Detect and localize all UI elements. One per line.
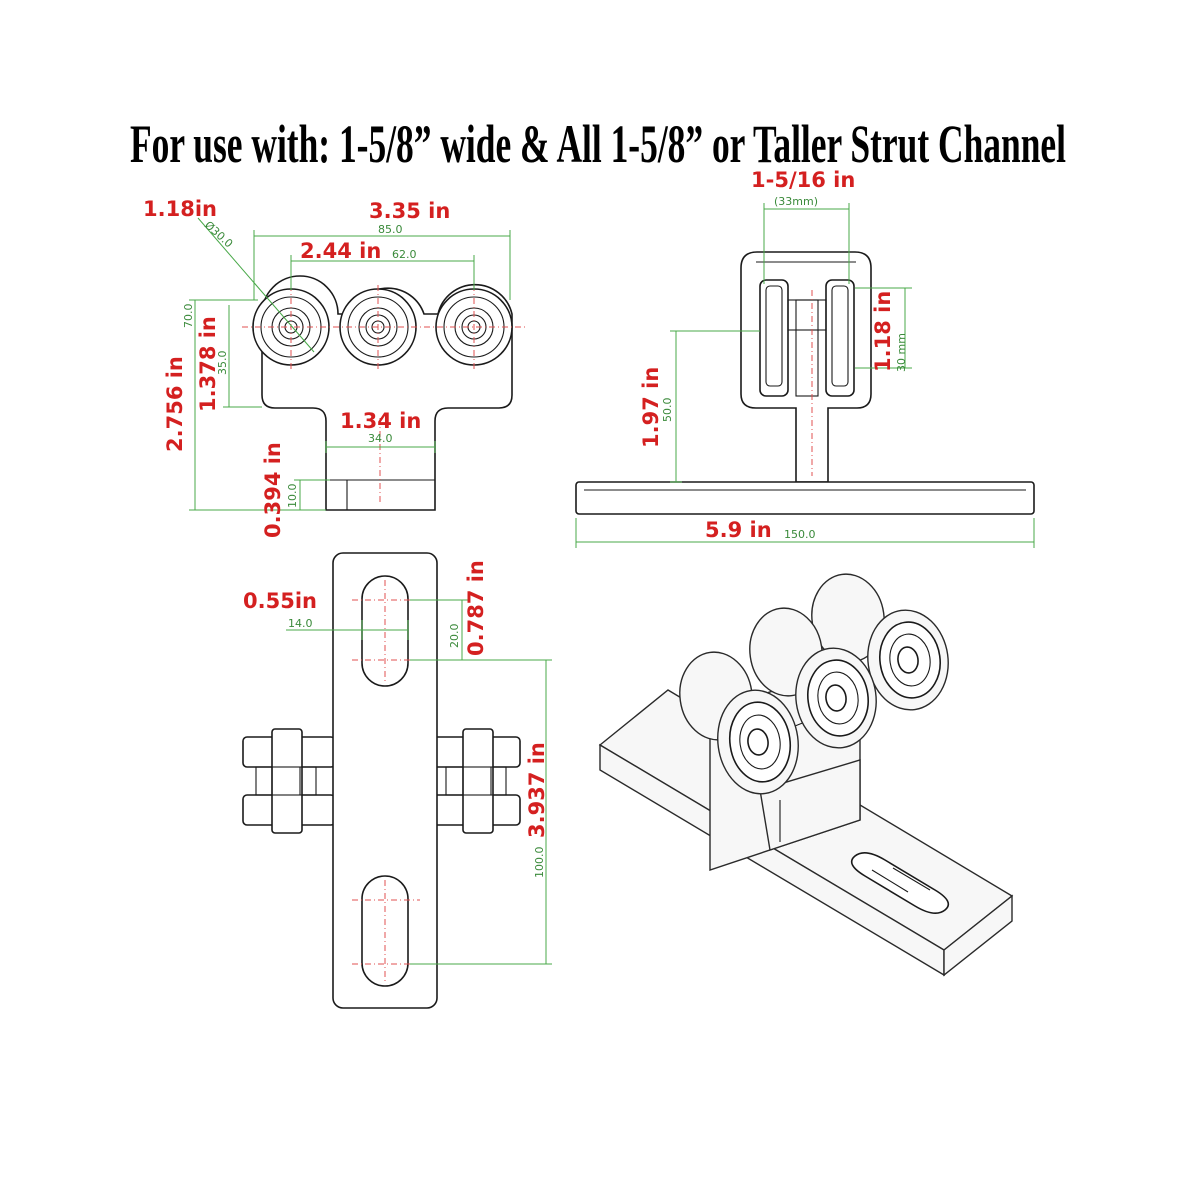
top-slot-upper: [361, 575, 409, 687]
wheel-gap-mm-label: (33mm): [774, 195, 818, 208]
slot-spacing-in-label: 3.937 in: [525, 742, 549, 838]
plate-length-in-label: 5.9 in: [705, 518, 772, 542]
wheel-diameter-mm-label: Ø30.0: [202, 219, 235, 251]
page-title: For use with: 1-5/8” wide & All 1-5/8” o…: [130, 114, 1066, 174]
stem-width-mm-label: 34.0: [368, 432, 393, 445]
axle-height-side-in-label: 1.97 in: [639, 367, 663, 448]
plate-thickness-in-label: 0.394 in: [261, 442, 285, 538]
slot-width-in-label: 0.55in: [243, 589, 317, 613]
axle-height-side-mm-label: 50.0: [661, 398, 674, 423]
plate-thickness-mm-label: 10.0: [286, 484, 299, 509]
overall-width-mm-label: 85.0: [378, 223, 403, 236]
overall-width-in-label: 3.35 in: [369, 199, 450, 223]
wheel-height-in-label: 1.18 in: [871, 291, 895, 372]
axle-height-in-label: 1.378 in: [196, 316, 220, 412]
slot-width-mm-label: 14.0: [288, 617, 313, 630]
side-base-plate: [575, 481, 1035, 515]
wheel-spacing-in-label: 2.44 in: [300, 239, 381, 263]
axle-height-mm-label: 35.0: [216, 351, 229, 376]
overall-height-in-label: 2.756 in: [163, 356, 187, 452]
wheel-gap-in-label: 1-5/16 in: [751, 168, 855, 192]
top-plate: [332, 552, 438, 1009]
stem-width-in-label: 1.34 in: [340, 409, 421, 433]
front-view: 1.18in Ø30.0 3.35 in 85.0 2.44 in 62.0 2…: [143, 197, 526, 538]
slot-length-mm-label: 20.0: [448, 624, 461, 649]
isometric-view: [598, 573, 1014, 977]
top-view: 0.55in 14.0 0.787 in 20.0 3.937 in 100.0: [242, 552, 552, 1009]
side-view: 1-5/16 in (33mm) 1.18 in 30 mm 1.97 in 5…: [575, 168, 1035, 548]
wheel-height-mm-label: 30 mm: [895, 333, 908, 372]
plate-length-mm-label: 150.0: [784, 528, 816, 541]
slot-length-in-label: 0.787 in: [464, 560, 488, 656]
iso-wheels-front: [717, 609, 949, 795]
overall-height-mm-label: 70.0: [182, 304, 195, 329]
top-slot-lower: [361, 875, 409, 987]
slot-spacing-mm-label: 100.0: [533, 847, 546, 879]
wheel-spacing-mm-label: 62.0: [392, 248, 417, 261]
wheel-diameter-in-label: 1.18in: [143, 197, 217, 221]
